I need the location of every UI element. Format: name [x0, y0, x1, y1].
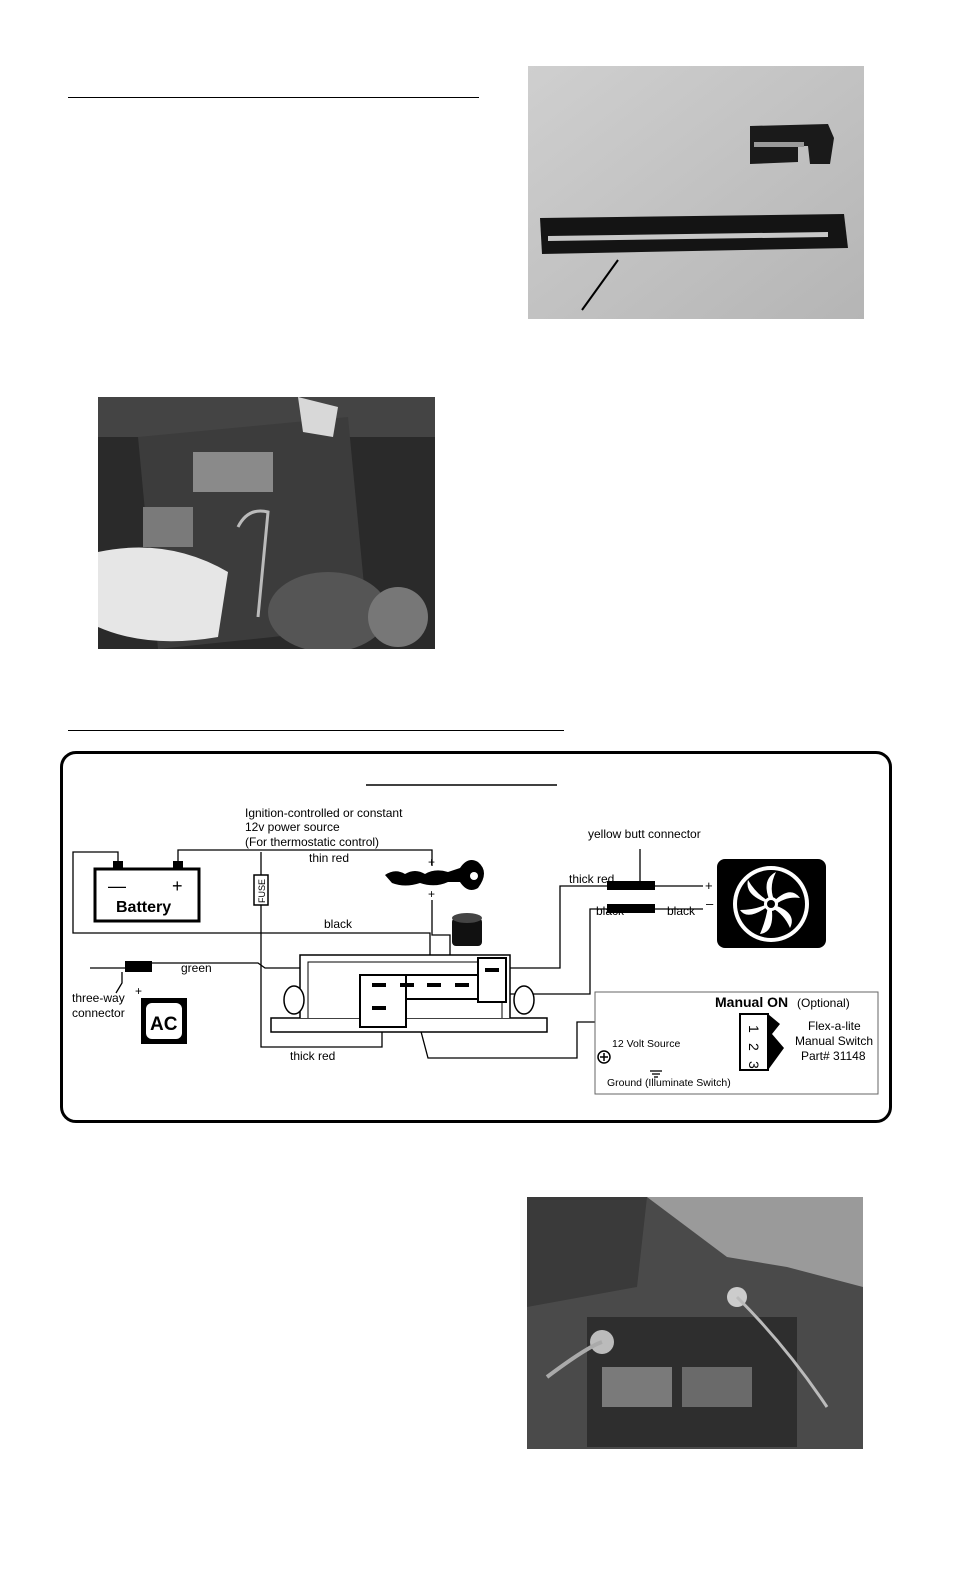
- mounting-bracket-photo: [528, 66, 864, 319]
- battery-photo: [527, 1197, 863, 1449]
- section-rule-top: [68, 97, 479, 98]
- wiring-diagram-frame: [60, 751, 892, 1123]
- fan-install-photo: [98, 397, 435, 649]
- section-rule-middle: [68, 730, 564, 731]
